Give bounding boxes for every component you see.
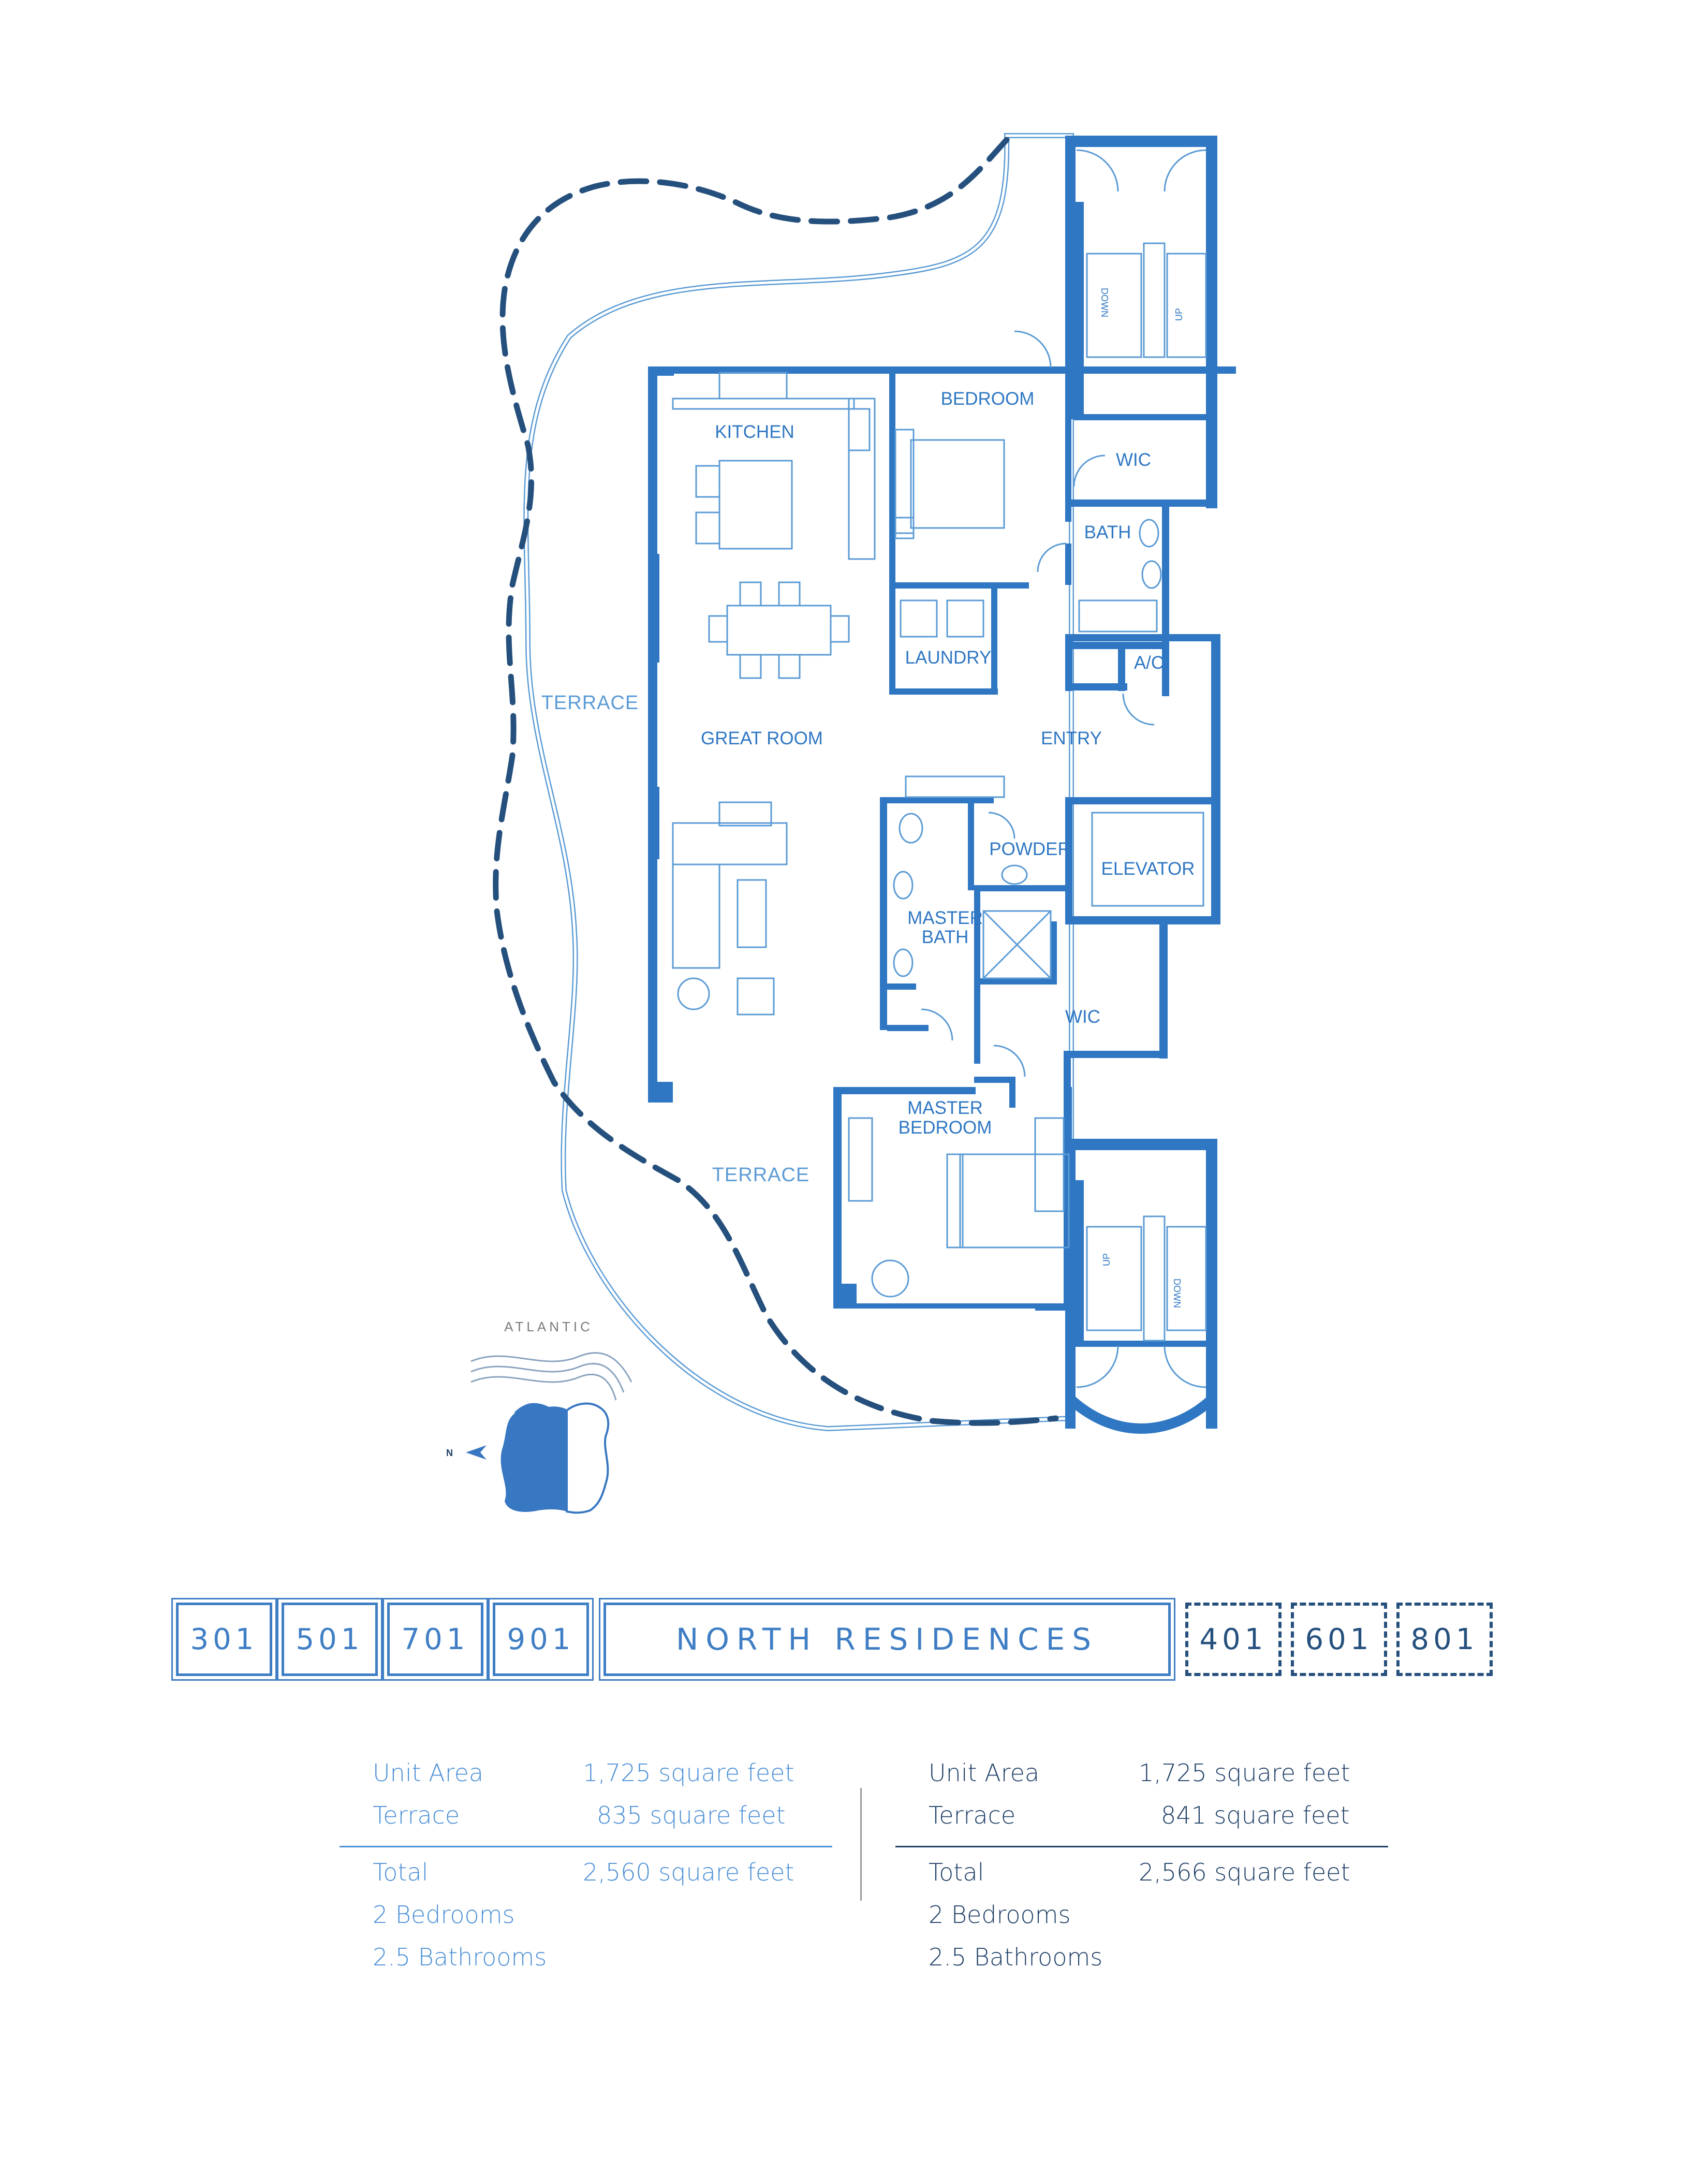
compass: ATLANTIC N [446,1319,632,1514]
unit-601-label: 601 [1305,1622,1373,1656]
unit-area-value: 1,725 square feet [583,1759,794,1787]
label-laundry: LAUNDRY [905,648,992,668]
total-value: 2,560 square feet [583,1858,794,1886]
label-elevator: ELEVATOR [1101,859,1195,879]
stair-top-up: UP [1174,308,1184,321]
unit-501[interactable]: 501 [277,1598,382,1681]
ocean-label: ATLANTIC [504,1319,593,1334]
unit-901[interactable]: 901 [488,1598,594,1681]
column-separator [860,1788,862,1901]
north-label: N [446,1448,453,1458]
bedrooms: 2 Bedrooms [373,1901,515,1929]
label-master-bath-1: MASTER [907,908,983,928]
unit-501-label: 501 [296,1622,364,1656]
unit-area-label: Unit Area [929,1759,1040,1787]
label-entry: ENTRY [1041,728,1102,748]
total-label: Total [929,1858,984,1886]
compass-blob-dark [500,1404,567,1512]
stair-top-down: DOWN [1099,288,1110,317]
fixtures [672,149,1207,1388]
total-value: 2,566 square feet [1139,1858,1350,1886]
stair-bottom-up: UP [1101,1253,1112,1266]
unit-601[interactable]: 601 [1291,1603,1387,1676]
label-bath: BATH [1084,522,1131,542]
label-wic-bottom: WIC [1065,1007,1100,1027]
terrace-outline [523,133,1074,1432]
unit-701-label: 701 [401,1622,469,1656]
unit-area-label: Unit Area [373,1759,484,1787]
label-powder: POWDER [989,839,1071,859]
unit-301-label: 301 [190,1622,258,1656]
unit-701[interactable]: 701 [382,1598,488,1681]
label-wic-top: WIC [1116,450,1151,470]
label-master-bedroom-1: MASTER [907,1098,983,1118]
label-kitchen: KITCHEN [715,422,794,442]
terrace-value: 841 square feet [1161,1801,1350,1829]
compass-blob-light [566,1402,610,1514]
unit-area-value: 1,725 square feet [1139,1759,1350,1787]
terrace-label: Terrace [929,1801,1016,1829]
label-terrace-left: TERRACE [541,692,639,714]
bedrooms: 2 Bedrooms [929,1901,1071,1929]
label-ac: A/C [1134,653,1164,673]
stair-bottom-down: DOWN [1172,1279,1182,1308]
waves-icon [470,1352,632,1401]
label-great-room: GREAT ROOM [701,728,823,748]
unit-801-label: 801 [1410,1622,1479,1656]
divider [340,1846,832,1847]
north-arrow-icon [466,1445,487,1460]
unit-401-label: 401 [1199,1622,1268,1656]
floor-plan: KITCHEN BEDROOM WIC BATH LAUNDRY A/C GRE… [446,133,1236,1514]
label-master-bath-2: BATH [922,927,969,947]
unit-801[interactable]: 801 [1396,1603,1493,1676]
unit-301[interactable]: 301 [171,1598,277,1681]
residence-title: NORTH RESIDENCES [675,1622,1099,1657]
unit-901-label: 901 [507,1622,575,1656]
room-labels: KITCHEN BEDROOM WIC BATH LAUNDRY A/C GRE… [541,389,1195,1186]
walls [648,136,1236,1429]
bathrooms: 2.5 Bathrooms [373,1943,547,1971]
label-master-bedroom-2: BEDROOM [899,1118,992,1138]
total-label: Total [373,1858,429,1886]
label-bedroom: BEDROOM [941,389,1035,409]
dashed-boundary [493,137,1059,1426]
terrace-value: 835 square feet [597,1801,786,1829]
divider [895,1846,1388,1847]
label-terrace-bottom: TERRACE [712,1164,810,1186]
residence-title-box: NORTH RESIDENCES [599,1598,1175,1681]
bathrooms: 2.5 Bathrooms [929,1943,1103,1971]
terrace-label: Terrace [373,1801,460,1829]
unit-401[interactable]: 401 [1185,1603,1282,1676]
